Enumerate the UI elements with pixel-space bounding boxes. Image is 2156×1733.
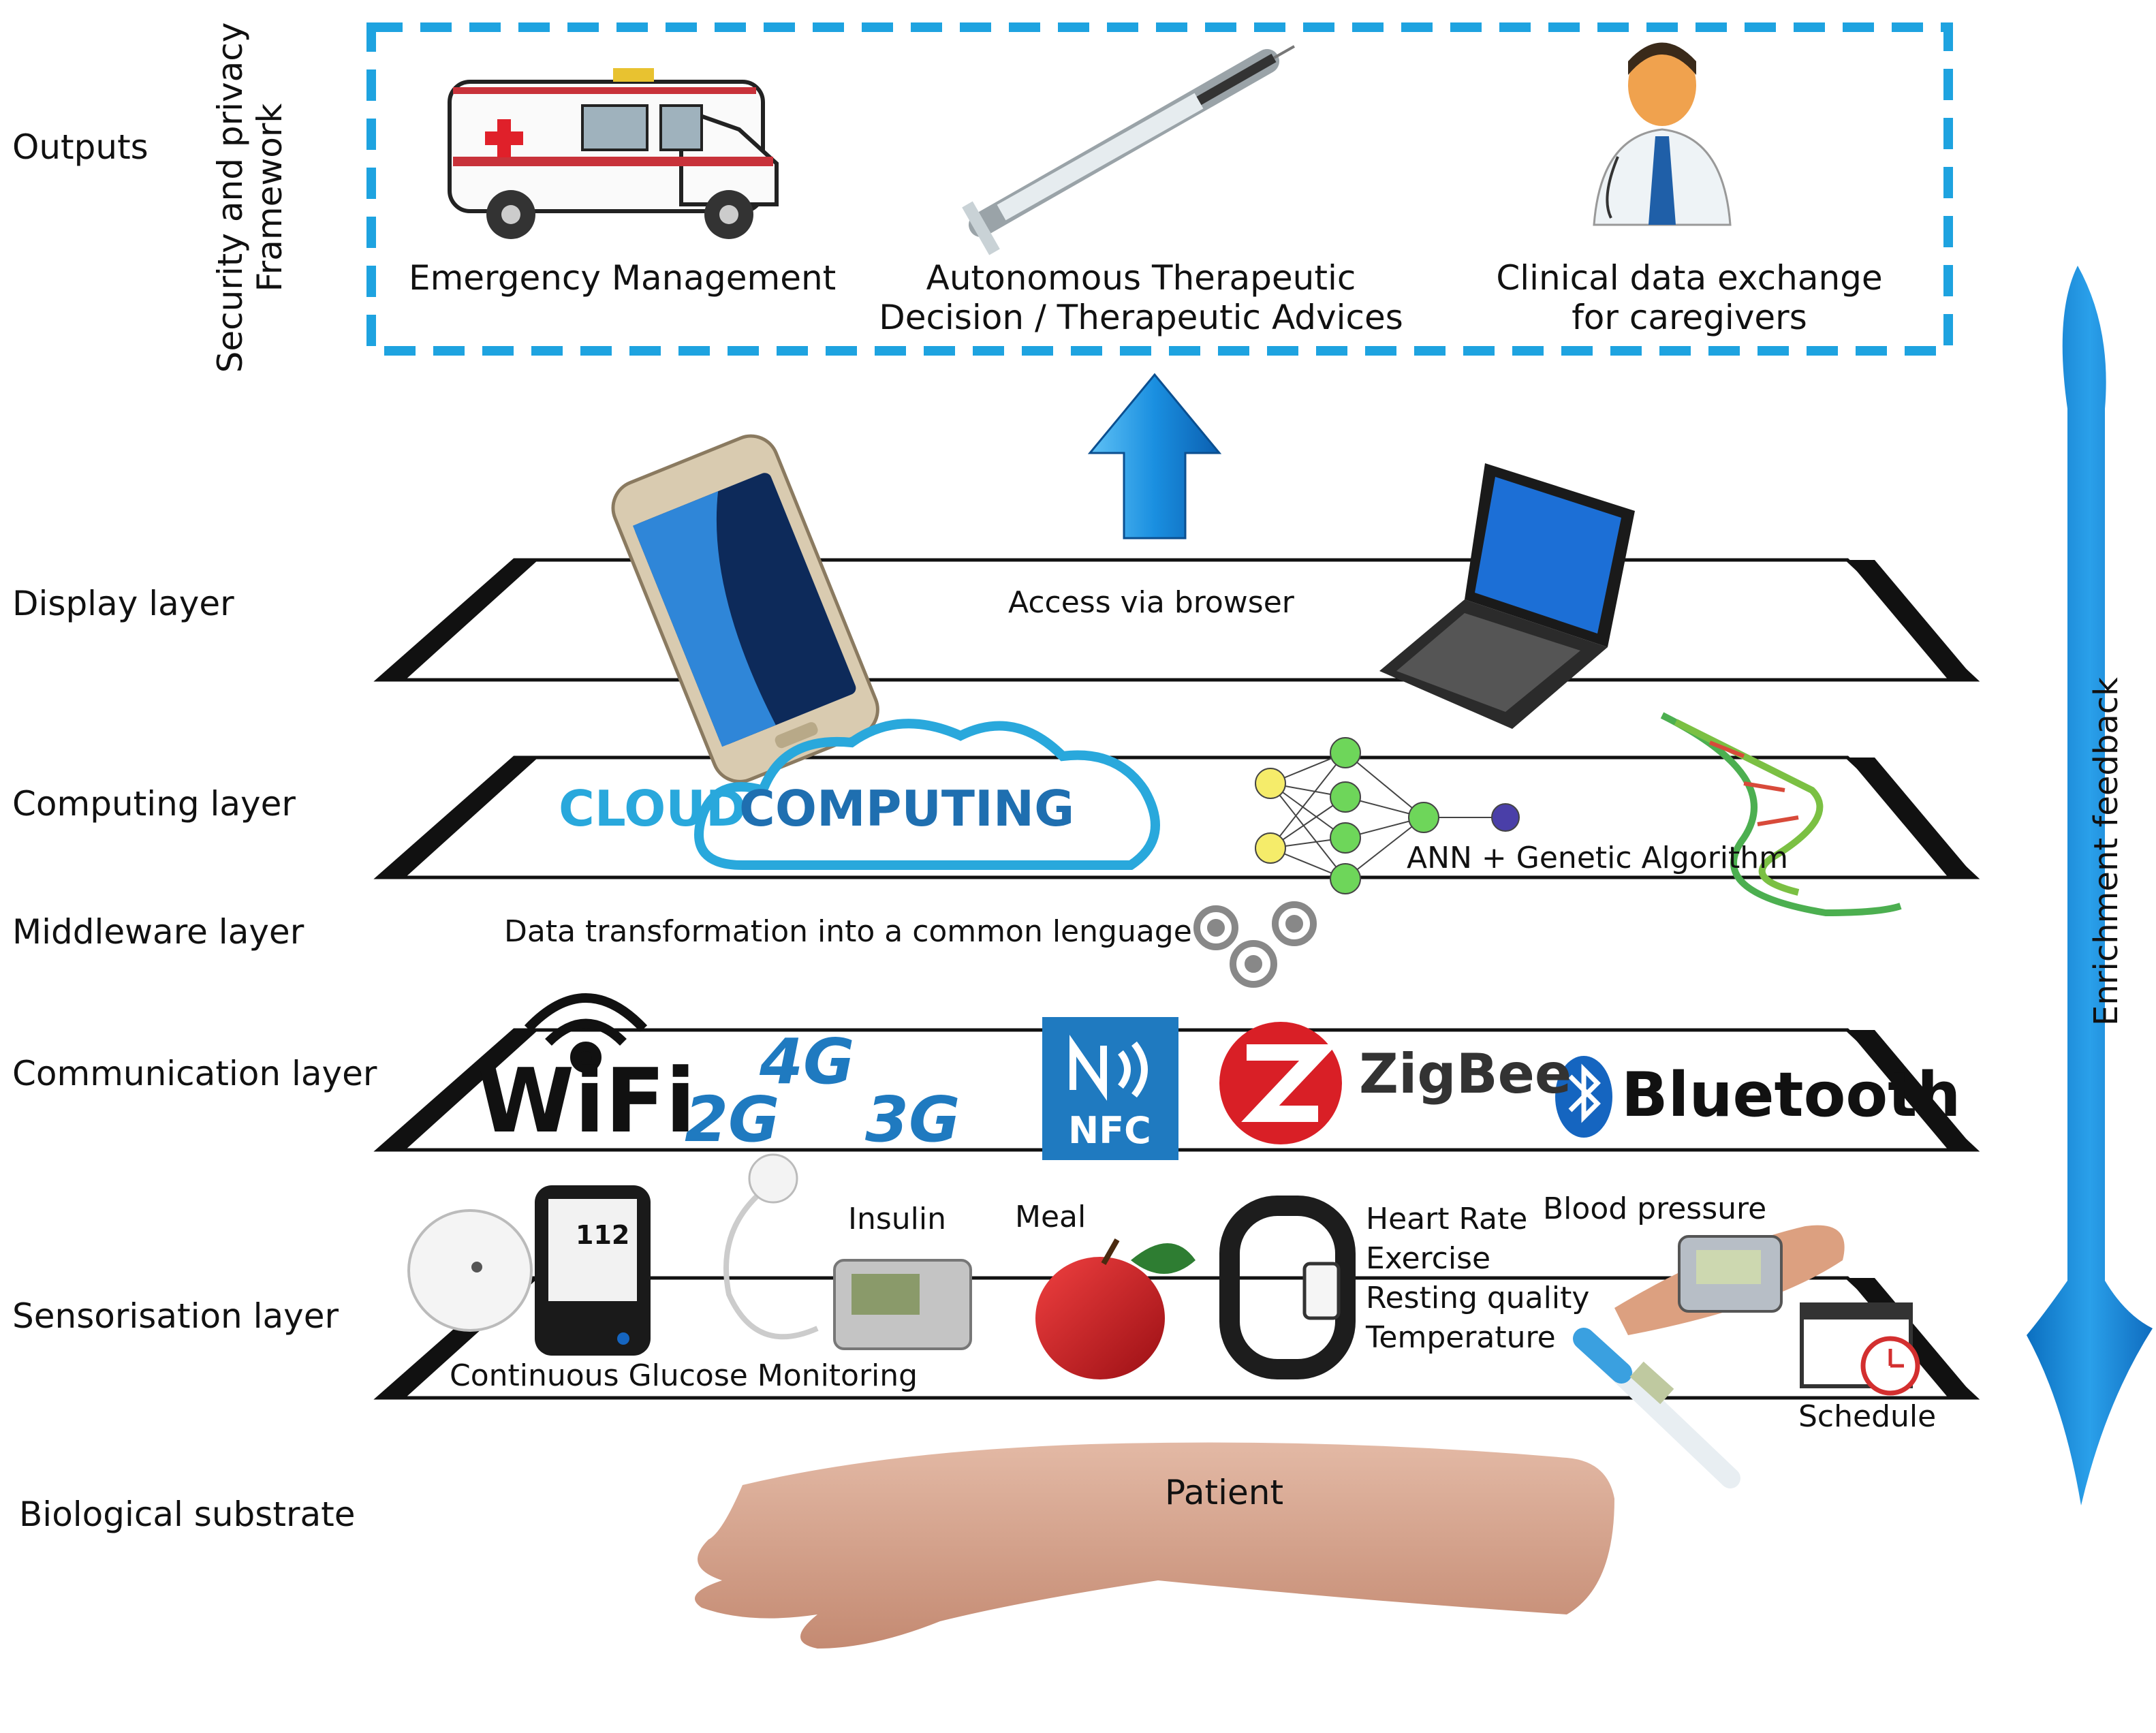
patient-arm-icon (695, 1442, 1614, 1649)
enrichment-feedback-arrow (2027, 266, 2153, 1505)
thermometer-icon (1573, 1328, 1740, 1488)
cgm-reading-value: 112 (576, 1220, 630, 1250)
wifi-signal-icon (524, 993, 648, 1073)
output-emergency-line1: Emergency Management (409, 258, 837, 298)
outputs-label: Outputs (12, 127, 149, 167)
patient-label: Patient (1165, 1473, 1284, 1512)
computing-text: COMPUTING (739, 780, 1075, 837)
display-layer-label: Display layer (12, 584, 234, 623)
4g-text: 4G (760, 1025, 855, 1098)
output-clinical-line2: for caregivers (1572, 297, 1807, 337)
communication-layer-label: Communication layer (12, 1054, 377, 1093)
output-clinical-data-exchange: Clinical data exchange for caregivers (1485, 258, 1894, 337)
sensorisation-layer-label: Sensorisation layer (12, 1296, 339, 1336)
resting-quality-label: Resting quality (1366, 1281, 1590, 1315)
computing-layer-label: Computing layer (12, 784, 296, 824)
dna-icon (1660, 712, 1902, 917)
glucose-reader-icon (535, 1185, 651, 1356)
security-frame (366, 22, 1953, 356)
up-arrow-icon (1087, 373, 1222, 540)
apple-icon (1035, 1238, 1196, 1379)
schedule-label: Schedule (1798, 1399, 1937, 1434)
schedule-calendar-icon (1800, 1302, 1920, 1396)
bluetooth-logo-icon (1555, 1056, 1612, 1138)
data-transformation-text: Data transformation into a common lengua… (504, 914, 1192, 949)
output-therapeutic-line1: Autonomous Therapeutic (926, 258, 1356, 298)
security-label-line2: Framework (249, 103, 290, 292)
middleware-layer-label: Middleware layer (12, 912, 304, 952)
enrichment-feedback-label: Enrichment feedback (2087, 677, 2125, 1026)
3g-text: 3G (865, 1083, 960, 1156)
nfc-text: NFC (1068, 1109, 1151, 1152)
exercise-label: Exercise (1366, 1241, 1491, 1276)
ann-genetic-algorithm-text: ANN + Genetic Algorithm (1407, 841, 1789, 875)
wifi-text: WiFi (477, 1049, 696, 1153)
access-via-browser-text: Access via browser (1008, 585, 1294, 620)
output-emergency-management: Emergency Management (409, 258, 837, 298)
ambulance-icon (448, 68, 779, 239)
security-framework-label: Security and privacy Framework (210, 14, 313, 381)
output-clinical-line1: Clinical data exchange (1496, 258, 1883, 298)
laptop-icon (1379, 463, 1635, 729)
zigbee-text: ZigBee (1359, 1042, 1572, 1106)
nfc-icon (1069, 1034, 1148, 1102)
insulin-label: Insulin (848, 1202, 947, 1236)
computing-layer-platform (373, 755, 1980, 879)
cloud-icon (694, 719, 1160, 870)
2g-text: 2G (685, 1083, 780, 1156)
doctor-icon (1593, 42, 1732, 226)
security-label-line1: Security and privacy (210, 22, 250, 373)
smartphone-icon (611, 434, 879, 783)
gears-icon (1193, 901, 1317, 988)
output-therapeutic-decision: Autonomous Therapeutic Decision / Therap… (855, 258, 1427, 337)
temperature-label: Temperature (1366, 1320, 1556, 1355)
neural-network-icon (1255, 737, 1520, 894)
cgm-label: Continuous Glucose Monitoring (450, 1358, 918, 1393)
bluetooth-text: Bluetooth (1621, 1059, 1961, 1131)
zigbee-logo-icon (1219, 1022, 1342, 1144)
syringe-icon (962, 45, 1295, 255)
output-therapeutic-line2: Decision / Therapeutic Advices (879, 297, 1403, 337)
fitness-band-icon (1219, 1196, 1356, 1379)
nfc-badge (1042, 1017, 1178, 1160)
insulin-pump-icon (723, 1153, 972, 1350)
cloud-text: CLOUD (559, 780, 747, 837)
meal-label: Meal (1015, 1200, 1087, 1234)
biological-substrate-label: Biological substrate (19, 1495, 356, 1534)
blood-pressure-monitor-icon (1614, 1225, 1845, 1335)
glucose-sensor-icon (407, 1209, 533, 1332)
blood-pressure-label: Blood pressure (1543, 1191, 1767, 1226)
heart-rate-label: Heart Rate (1366, 1202, 1528, 1236)
